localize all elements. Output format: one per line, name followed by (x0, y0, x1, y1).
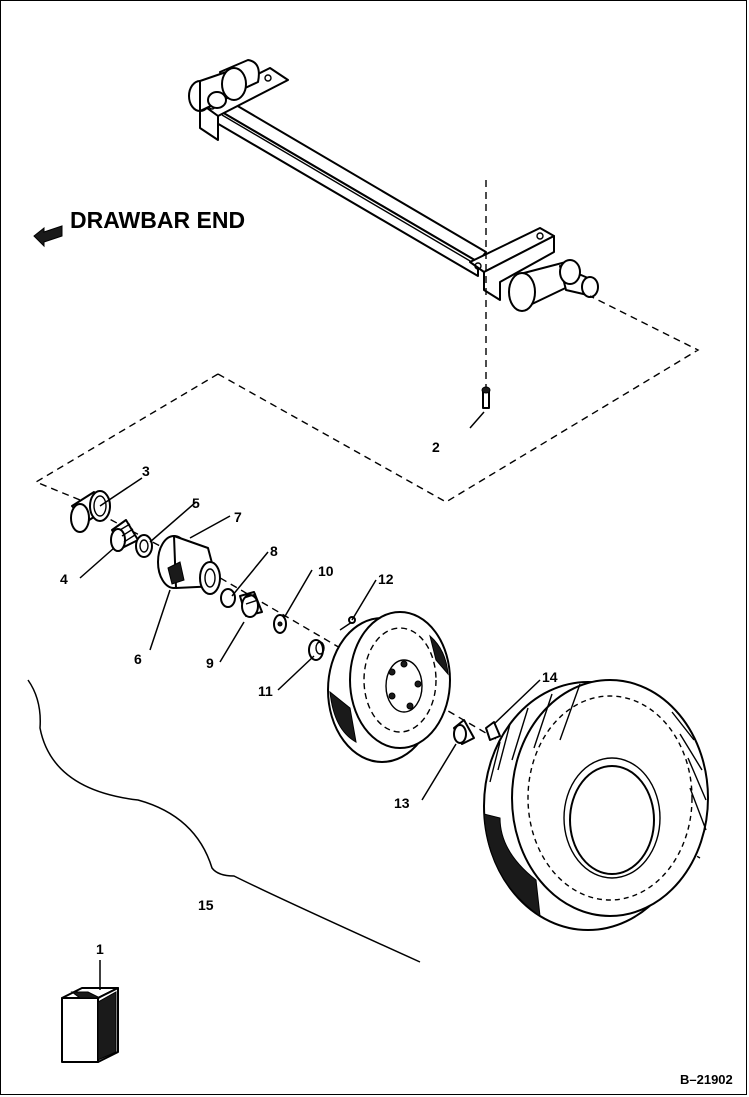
part-11-castle-nut[interactable] (308, 639, 325, 661)
part-2-bolt[interactable] (481, 386, 491, 409)
callout-1: 1 (96, 941, 104, 957)
tire[interactable] (483, 679, 709, 931)
part-1-kit-box[interactable] (61, 987, 119, 1063)
part-10-washer[interactable] (273, 614, 287, 634)
drawbar-end-label: DRAWBAR END (70, 207, 245, 233)
callout-11: 11 (258, 683, 273, 699)
callout-13: 13 (394, 795, 410, 811)
callout-7: 7 (234, 509, 242, 525)
part-4-bearing-cone[interactable] (110, 519, 139, 552)
callout-3: 3 (142, 463, 150, 479)
callout-9: 9 (206, 655, 214, 671)
part-15-grouping-brace (27, 679, 421, 963)
callout-10: 10 (318, 563, 334, 579)
part-13-bushing[interactable] (453, 719, 475, 745)
callout-15: 15 (198, 897, 214, 913)
part-3-bearing-cup[interactable] (70, 490, 111, 533)
callout-6: 6 (134, 651, 142, 667)
callout-4: 4 (60, 571, 68, 587)
leader-lines (79, 411, 541, 990)
part-5-seal[interactable] (135, 534, 153, 558)
part-9-bearing-cone[interactable] (220, 588, 263, 618)
callout-12: 12 (378, 571, 394, 587)
callout-8: 8 (270, 543, 278, 559)
figure-number: B–21902 (680, 1072, 733, 1087)
drawbar-direction-indicator: DRAWBAR END (33, 207, 245, 248)
rim[interactable] (327, 611, 451, 763)
callout-2: 2 (432, 439, 440, 455)
axle-assembly[interactable] (188, 59, 599, 312)
part-6-hub[interactable] (157, 535, 221, 595)
part-14-lug-nut[interactable] (485, 721, 501, 741)
callout-14: 14 (542, 669, 558, 685)
direction-arrow-icon (33, 225, 63, 248)
callout-5: 5 (192, 495, 200, 511)
hub-dashed-outline (34, 295, 700, 503)
